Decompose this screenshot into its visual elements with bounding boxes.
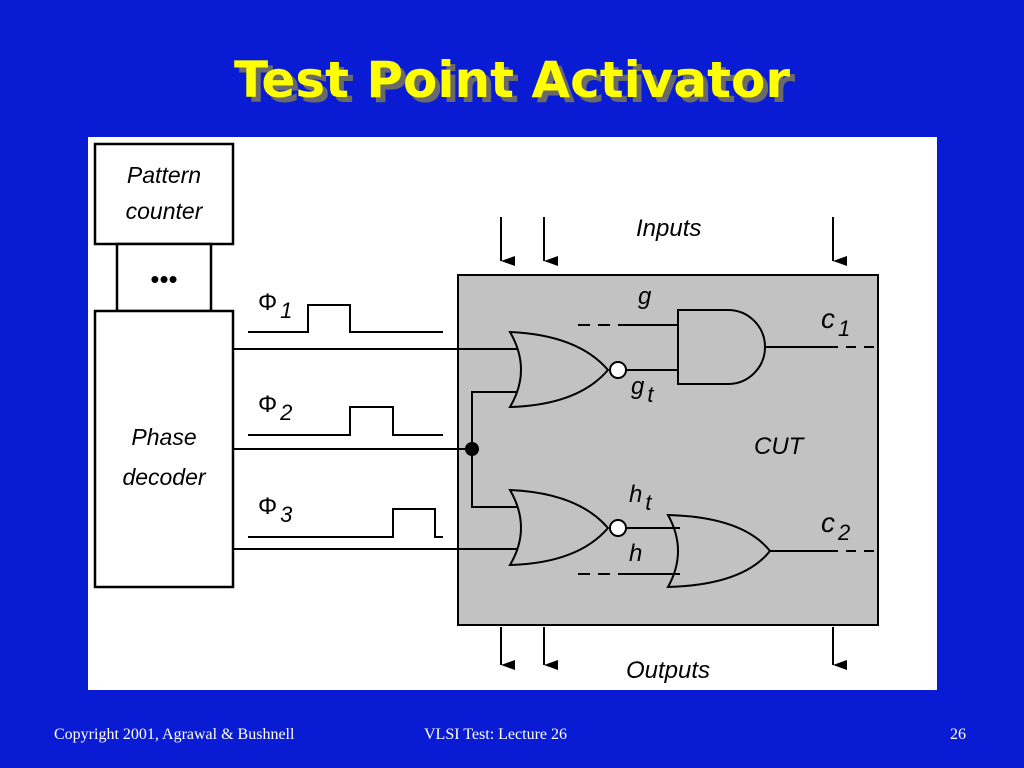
- footer-copyright: Copyright 2001, Agrawal & Bushnell: [54, 726, 295, 743]
- diagram-drawing: [93, 142, 879, 670]
- phase-decoder-label: Phase decoder: [122, 424, 206, 490]
- counter-decoder-connector: [115, 242, 213, 313]
- signal-h-label: h: [629, 540, 643, 567]
- footer-lecture: VLSI Test: Lecture 26: [424, 726, 567, 743]
- phase-decoder-box: [93, 309, 235, 589]
- footer-page-number: 26: [950, 726, 966, 743]
- branch-wire-down: [471, 449, 518, 508]
- and-gate: [677, 309, 766, 385]
- ellipsis-dots: •••: [150, 264, 178, 294]
- slide-title: Test Point Activator Test Point Activato…: [0, 40, 1024, 120]
- pattern-counter-label: Pattern counter: [125, 162, 203, 224]
- phase2-waveform: [248, 406, 443, 436]
- lower-nor-gate: [508, 488, 610, 567]
- cut-label: CUT: [754, 433, 804, 460]
- inputs-label: Inputs: [636, 215, 702, 242]
- lower-nor-bubble: [609, 519, 627, 537]
- branch-wire-up: [471, 391, 518, 449]
- or-gate: [666, 513, 772, 589]
- slide-title-shadow: Test Point Activator: [238, 56, 796, 114]
- phase1-waveform: [248, 304, 443, 333]
- upper-nor-gate: [508, 330, 610, 409]
- outputs-label: Outputs: [626, 657, 711, 684]
- cut-box: [457, 274, 879, 626]
- signal-g-label: g: [638, 283, 652, 310]
- slide-title-text: Test Point Activator: [233, 51, 791, 109]
- upper-nor-bubble: [609, 361, 627, 379]
- phase3-waveform: [248, 508, 443, 538]
- pattern-counter-box: [93, 142, 235, 246]
- junction-dot: [465, 442, 479, 456]
